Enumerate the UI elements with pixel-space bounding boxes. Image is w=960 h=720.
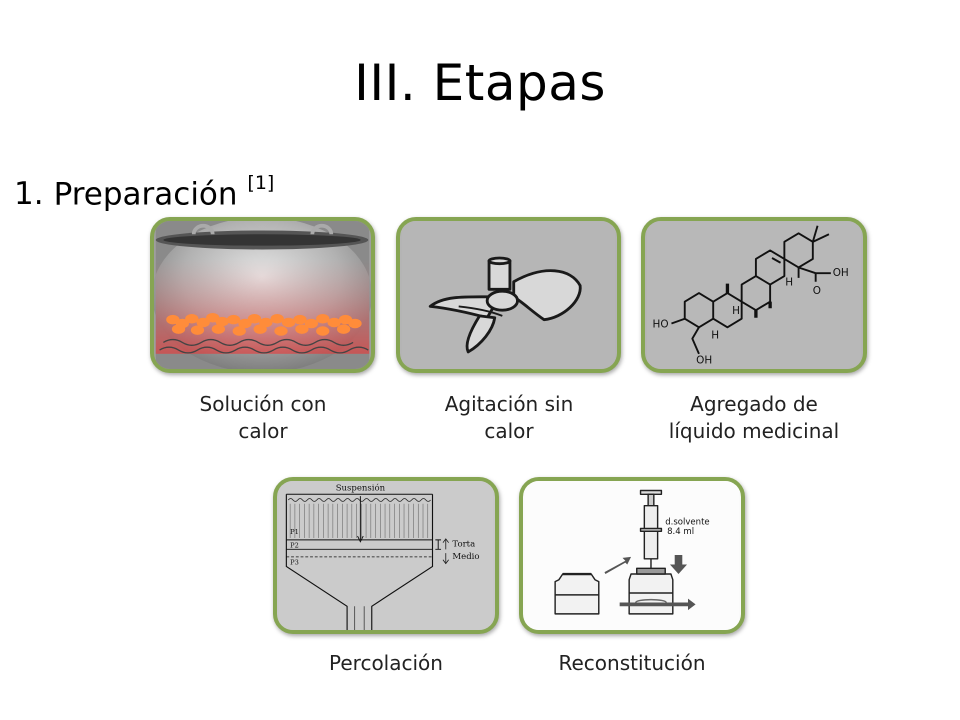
caption-step-5: Reconstitución [558, 651, 706, 675]
ember [295, 324, 309, 334]
ember [316, 313, 330, 324]
propeller-card [396, 217, 621, 373]
liquid-wave [373, 498, 384, 502]
molecule-label-h-2: H [732, 305, 740, 317]
syringe-vial-diagram: d.solvente 8.4 ml [524, 481, 740, 630]
caption-step-2: Agitación sin calor [444, 392, 574, 443]
reference-marker: [1] [247, 172, 275, 194]
label-p3: P3 [290, 559, 299, 567]
label-p2: P2 [290, 541, 299, 549]
ember [274, 326, 288, 336]
ember [270, 313, 284, 324]
propeller-icon [401, 221, 616, 369]
ember [293, 314, 307, 325]
molecule-card: H OH O H H HO OH [641, 217, 867, 373]
liquid-wave [420, 498, 431, 502]
ember [327, 317, 341, 328]
ember [190, 325, 205, 335]
reconstitution-card: d.solvente 8.4 ml [519, 477, 745, 634]
label-cake: Torta [452, 539, 475, 549]
caption-step-3: Agregado de líquido medicinal [668, 392, 840, 443]
pot-with-heat-card [150, 217, 375, 373]
molecule-label-oh-1: OH [833, 267, 849, 279]
ember [238, 318, 252, 329]
liquid-wave [382, 498, 393, 502]
caption-step-1: Solución con calor [199, 392, 327, 443]
molecule-label-h-3: H [711, 330, 719, 342]
liquid-wave [401, 498, 412, 502]
label-volume: 8.4 ml [667, 527, 694, 537]
ember [348, 318, 362, 329]
liquid-wave [354, 498, 365, 502]
liquid-wave [325, 498, 336, 502]
ember [211, 324, 226, 334]
liquid-wave [297, 498, 308, 502]
label-solvent: d.solvente [665, 518, 709, 528]
molecule-label-o: O [813, 285, 821, 297]
percolation-card: Suspensión P1 P2 P3 Torta Medio [273, 477, 499, 634]
ember [171, 324, 186, 334]
ember [253, 324, 267, 334]
liquid-wave [316, 498, 327, 502]
liquid-wave [392, 498, 403, 502]
molecule-label-oh-2: OH [696, 354, 712, 366]
section-heading: 1.Preparación [1] [14, 174, 274, 213]
section-number: 1. [14, 176, 44, 213]
liquid-wave [363, 498, 374, 502]
ember [185, 313, 199, 324]
ember [215, 316, 229, 327]
molecule-label-ho: HO [652, 318, 668, 330]
ember [196, 317, 210, 328]
liquid-wave [306, 498, 318, 502]
percolation-funnel-diagram: Suspensión P1 P2 P3 Torta Medio [278, 481, 494, 630]
section-title: Preparación [53, 176, 238, 213]
ember [304, 318, 318, 329]
liquid-wave [335, 498, 346, 502]
liquid-wave [287, 498, 299, 502]
label-suspension: Suspensión [336, 482, 386, 493]
molecule-label-h-1: H [785, 277, 793, 289]
ember [226, 314, 241, 325]
pot-illustration [154, 221, 371, 369]
ember [316, 326, 330, 336]
label-medium: Medio [452, 552, 479, 562]
ember [281, 317, 296, 328]
ember [336, 324, 351, 334]
ember [232, 326, 246, 336]
slide-title: III. Etapas [354, 54, 606, 112]
liquid-wave [411, 498, 422, 502]
caption-step-4: Percolación [329, 651, 443, 675]
ember [247, 313, 262, 324]
triterpene-molecule-icon: H OH O H H HO OH [646, 221, 862, 369]
liquid-wave [344, 498, 355, 502]
label-p1: P1 [290, 528, 299, 536]
